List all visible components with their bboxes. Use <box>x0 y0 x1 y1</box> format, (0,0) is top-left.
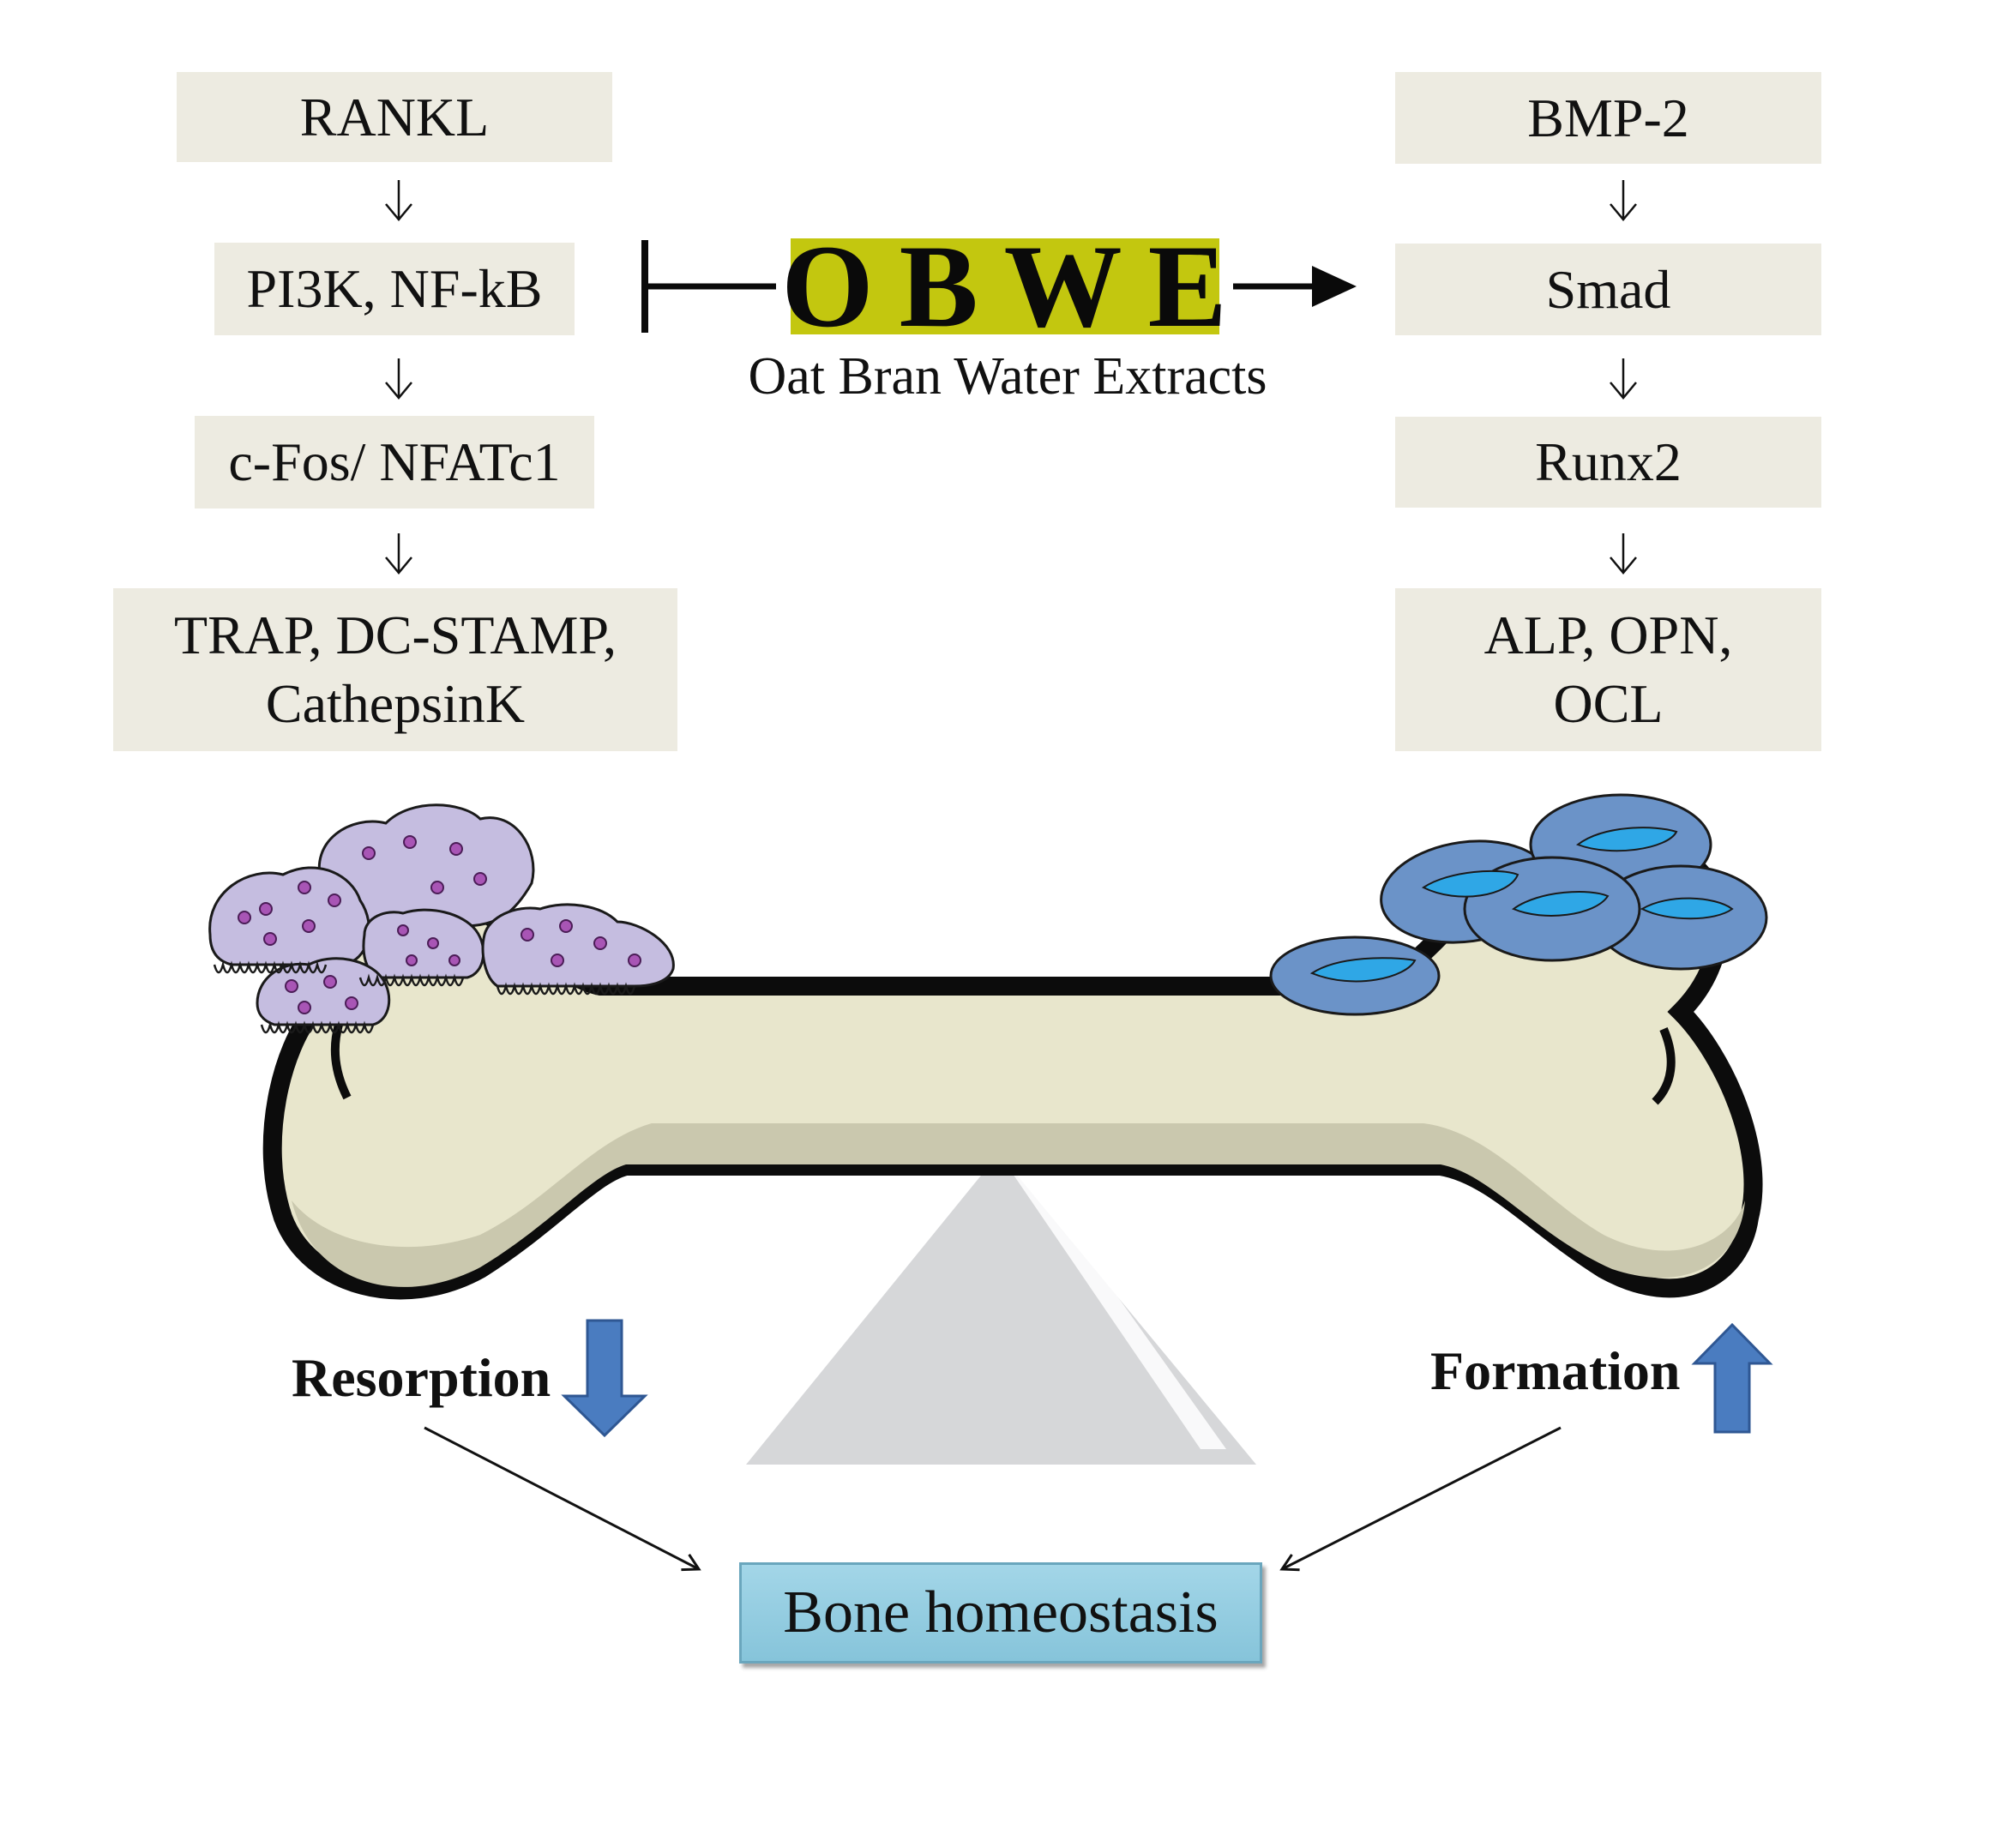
obwe-subtitle: Oat Bran Water Extracts <box>748 347 1267 406</box>
right-step-bmp2: BMP-2 <box>1395 72 1821 164</box>
left-step-label: PI3K, NF-kB <box>246 258 543 319</box>
left-step-label: c-Fos/ NFATc1 <box>228 431 561 492</box>
right-step-label: Runx2 <box>1535 431 1682 492</box>
right-step-osteoblast-markers: ALP, OPN, OCL <box>1395 588 1821 751</box>
activation-arrow <box>1233 266 1357 307</box>
resorption-down-arrow <box>561 1319 648 1438</box>
left-marker-line: CathepsinK <box>265 673 526 734</box>
right-pathway-arrows <box>1610 180 1637 575</box>
osteoblast-cluster <box>1269 793 1768 1016</box>
right-marker-line: ALP, OPN, <box>1483 605 1733 665</box>
left-step-label: RANKL <box>299 86 490 147</box>
left-step-rankl: RANKL <box>177 72 612 162</box>
left-step-osteoclast-markers: TRAP, DC-STAMP, CathepsinK <box>113 588 677 751</box>
right-step-runx2: Runx2 <box>1395 417 1821 508</box>
balance-fulcrum <box>746 1153 1256 1465</box>
osteoclast-ruffled-border <box>213 960 636 1034</box>
converging-arrows <box>424 1426 1562 1572</box>
right-step-label: BMP-2 <box>1527 87 1689 148</box>
left-step-pi3k-nfkb: PI3K, NF-kB <box>214 243 575 335</box>
right-step-smad: Smad <box>1395 244 1821 335</box>
bone-homeostasis-box: Bone homeostasis <box>739 1562 1262 1664</box>
resorption-label: Resorption <box>292 1347 551 1408</box>
inhibition-arrow <box>641 240 776 333</box>
formation-up-arrow <box>1691 1322 1773 1434</box>
formation-label: Formation <box>1430 1340 1681 1401</box>
obwe-title: OBWE <box>781 220 1253 352</box>
left-marker-line: TRAP, DC-STAMP, <box>174 605 617 665</box>
right-step-label: Smad <box>1545 258 1671 320</box>
right-marker-line: OCL <box>1553 673 1664 734</box>
osteoclast-nuclei <box>238 835 641 1014</box>
left-step-cfos-nfatc1: c-Fos/ NFATc1 <box>195 416 594 508</box>
left-pathway-arrows <box>385 180 412 575</box>
